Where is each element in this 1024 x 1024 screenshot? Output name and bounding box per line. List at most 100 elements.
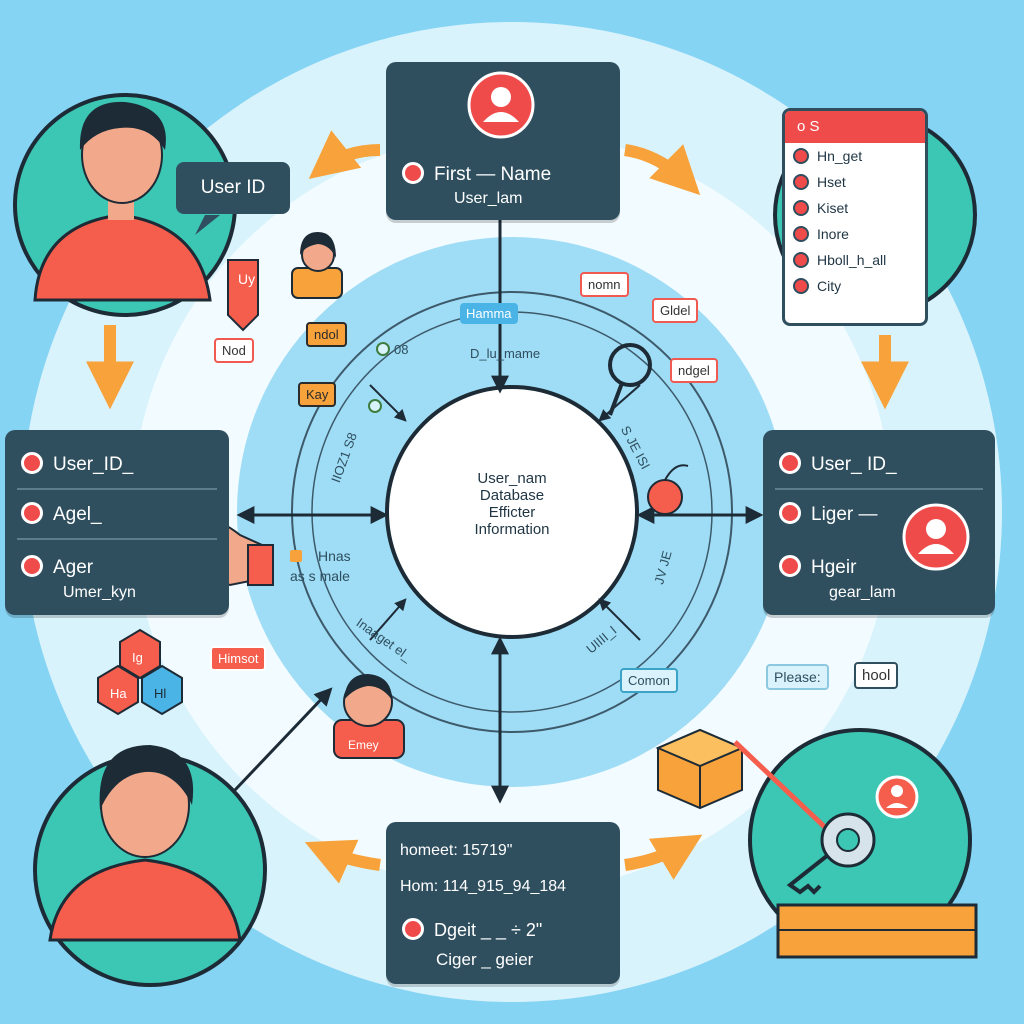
orange-arrow-bottom-left [304, 839, 381, 884]
kay-tag: Kay [298, 382, 337, 407]
ring-08-label: 08 [394, 342, 409, 357]
small-woman-icon [291, 232, 343, 299]
comon-tag: Comon [620, 668, 678, 693]
nod-tag: Nod [214, 338, 254, 363]
orange-arrow-top-left [308, 130, 381, 179]
person-female-icon [48, 745, 242, 942]
arrow-child [233, 687, 333, 792]
red-dot-icon [793, 174, 809, 190]
list-card-header: o S [785, 111, 925, 143]
red-dot-icon [793, 200, 809, 216]
list-card-item-label: Hset [817, 174, 846, 190]
hex-label-1: Ig [132, 650, 143, 665]
top-user-card[interactable]: First — Name User_lam [386, 62, 620, 220]
left-user-card[interactable]: User_ID_ Agel_ Ager Umer_kyn [5, 430, 229, 615]
left-card-row-3-label: Ager [53, 557, 94, 578]
hex-label-3: Hl [154, 686, 167, 701]
center-line-3: Efficter [488, 504, 536, 521]
list-card-item-label: Hn_get [817, 148, 863, 164]
box-key-icon [655, 728, 876, 895]
arrow-diag-br [598, 598, 641, 641]
red-pennant-label: Uy [238, 271, 256, 287]
bottom-info-card[interactable]: homeet: 15719" Hom: 114_915_94_184 Dgeit… [386, 822, 620, 984]
left-card-row-2-label: Agel_ [53, 504, 102, 525]
center-database-label: User_nam Database Efficter Information [400, 470, 624, 538]
bottom-card-row-4: Ciger _ geier [436, 950, 534, 969]
red-pennant-icon [227, 259, 259, 332]
ring-dot-1 [376, 342, 390, 356]
hexagon-cluster [97, 628, 183, 716]
list-card-item-label: Inore [817, 226, 849, 242]
list-card-item-label: Hboll_h_all [817, 252, 887, 268]
right-card-sub: gear_lam [829, 584, 896, 601]
list-card-item[interactable]: Kiset [785, 195, 925, 221]
list-card-item[interactable]: Hset [785, 169, 925, 195]
top-card-row-label: First — Name [434, 164, 552, 185]
left-card-row-1-label: User_ID_ [53, 454, 134, 475]
user-avatar-icon [467, 71, 535, 139]
list-card-item[interactable]: Inore [785, 221, 925, 247]
red-dot-icon [402, 162, 424, 184]
red-dot-icon [21, 502, 43, 524]
arrow-diag-tl [369, 384, 407, 422]
user-avatar-icon [902, 503, 970, 571]
right-card-row-3: Hgeir [779, 555, 856, 579]
divider [17, 538, 217, 540]
right-card-row-1-label: User_ ID_ [811, 454, 897, 475]
red-dot-icon [793, 226, 809, 242]
ring-top-label: D_lu_mame [470, 346, 541, 361]
hool-tag: hool [854, 662, 899, 689]
hamma-tag: Hamma [460, 303, 518, 324]
nomn-tag: nomn [580, 272, 629, 297]
bottom-card-row-3-label: Dgeit _ _ ÷ 2" [434, 920, 543, 940]
user-id-speech-bubble: User ID [176, 162, 290, 214]
ring-dot-2 [368, 399, 382, 413]
list-card-header-label: o S [797, 118, 820, 135]
left-card-row-1: User_ID_ [21, 452, 133, 476]
himsot-tag: Himsot [210, 646, 267, 671]
orange-arrow-bottom-right [624, 834, 703, 880]
list-card-item-label: City [817, 278, 842, 294]
red-dot-icon [779, 502, 801, 524]
please-tag: Please: [766, 664, 829, 690]
list-card-item[interactable]: Hn_get [785, 143, 925, 169]
center-line-4: Information [474, 521, 550, 538]
left-card-sub: Umer_kyn [63, 584, 136, 601]
child-badge-label: Emey [348, 738, 379, 752]
arrow-diag-tr [598, 384, 641, 422]
arrow-diag-bl [369, 598, 407, 641]
gldel-tag: Gldel [652, 298, 699, 323]
bottom-card-row-1: homeet: 15719" [400, 842, 513, 859]
red-dot-icon [793, 278, 809, 294]
person-male-icon [33, 101, 212, 302]
top-card-row: First — Name [402, 162, 551, 186]
list-card-item[interactable]: City [785, 273, 925, 299]
right-card-row-2-label: Liger — [811, 504, 878, 525]
center-line-1: User_nam [477, 470, 547, 487]
red-dot-icon [21, 452, 43, 474]
center-line-2: Database [479, 487, 545, 504]
ndol-tag: ndol [306, 322, 347, 347]
right-card-row-2: Liger — [779, 502, 878, 526]
ndgel-tag: ndgel [670, 358, 718, 383]
right-user-card[interactable]: User_ ID_ Liger — Hgeir gear_lam [763, 430, 995, 615]
hnas-label: Hnas [318, 548, 351, 564]
small-orange-square [290, 550, 302, 562]
left-card-row-3: Ager [21, 555, 93, 579]
orange-arrow-top-right [623, 144, 701, 196]
red-dot-icon [402, 918, 424, 940]
as-male-label: as s male [290, 568, 350, 584]
bottom-card-row-3: Dgeit _ _ ÷ 2" [402, 918, 542, 941]
right-card-row-1: User_ ID_ [779, 452, 897, 476]
hex-label-2: Ha [110, 686, 127, 701]
bottom-card-row-2: Hom: 114_915_94_184 [400, 878, 567, 895]
red-dot-icon [793, 148, 809, 164]
list-card-item-label: Kiset [817, 200, 849, 216]
red-dot-icon [793, 252, 809, 268]
divider [17, 488, 217, 490]
list-card-item[interactable]: Hboll_h_all [785, 247, 925, 273]
fruit-icon [647, 464, 689, 515]
red-dot-icon [779, 555, 801, 577]
